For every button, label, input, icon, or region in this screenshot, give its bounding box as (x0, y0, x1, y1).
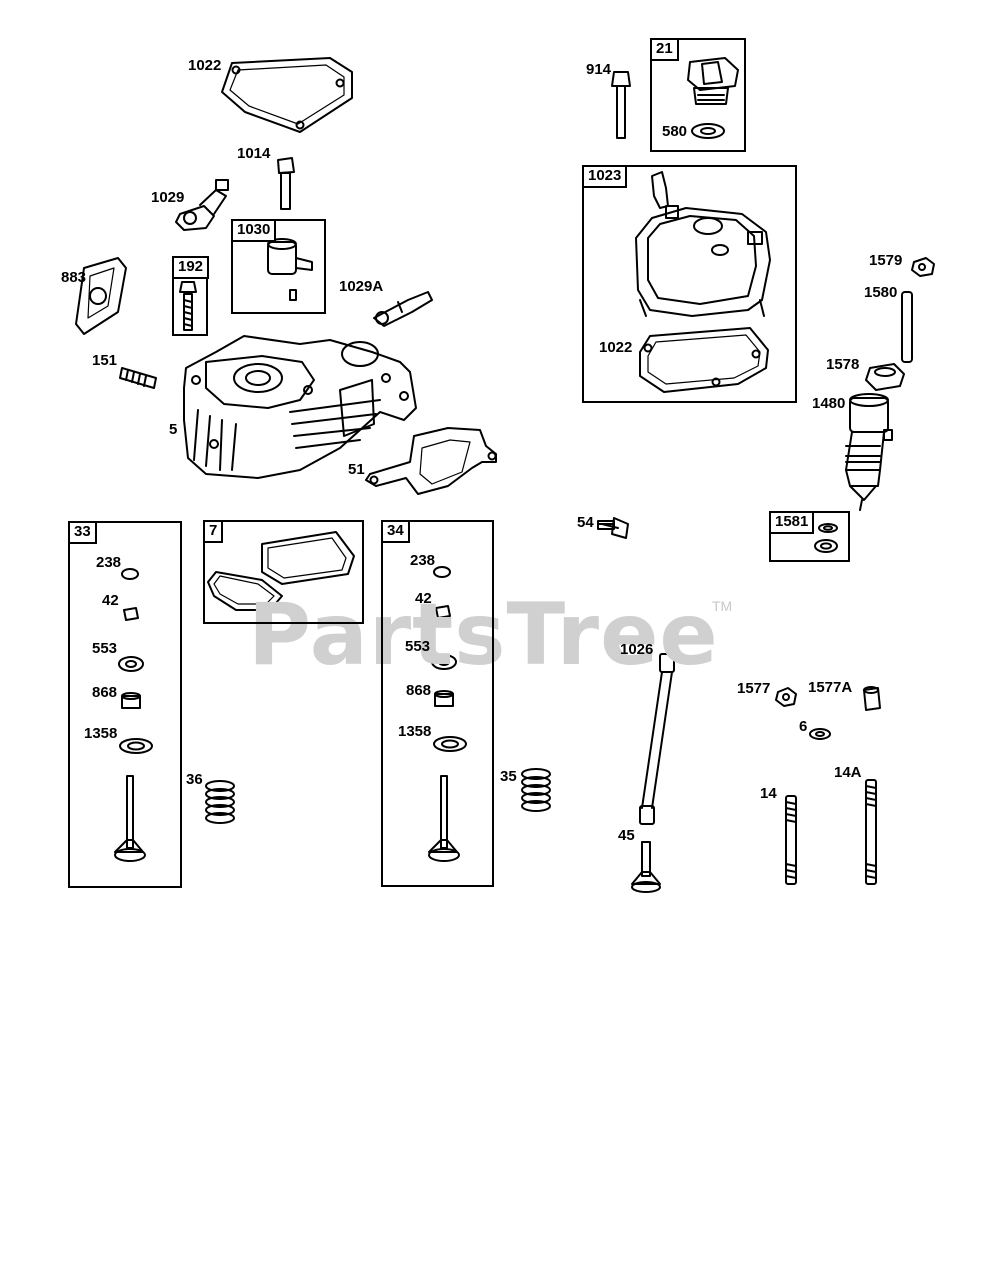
valve-set-33 (114, 568, 153, 862)
callout-1580[interactable]: 1580 (864, 284, 898, 301)
stud-151 (119, 367, 157, 389)
box-34-tag: 34 (381, 520, 410, 543)
callout-914[interactable]: 914 (586, 61, 612, 78)
callout-35[interactable]: 35 (500, 768, 517, 785)
rocker-arm-1029 (175, 179, 229, 231)
callout-553-right[interactable]: 553 (405, 638, 431, 655)
partstree-watermark: PartsTree (248, 585, 719, 685)
injector-1480 (845, 393, 893, 511)
box-33: 33 (68, 521, 182, 888)
box-21: 21 (650, 38, 746, 152)
bolt-914 (611, 71, 631, 139)
stud-192 (179, 281, 197, 331)
cylinder-head-5 (183, 335, 417, 479)
washer-6 (809, 728, 831, 740)
bolt-54 (597, 517, 629, 539)
callout-553-left[interactable]: 553 (92, 640, 118, 657)
callout-238-left[interactable]: 238 (96, 554, 122, 571)
nut-1577A (863, 686, 881, 711)
callout-1358-left[interactable]: 1358 (84, 725, 118, 742)
callout-42-left[interactable]: 42 (102, 592, 119, 609)
callout-42-right[interactable]: 42 (415, 590, 432, 607)
callout-1358-right[interactable]: 1358 (398, 723, 432, 740)
nut-1579 (911, 257, 935, 277)
valve-cover-1023 (635, 171, 771, 317)
nut-1577 (775, 687, 797, 707)
rod-1580 (901, 291, 913, 363)
callout-151[interactable]: 151 (92, 352, 118, 369)
callout-1022-cover[interactable]: 1022 (599, 339, 633, 356)
callout-54[interactable]: 54 (577, 514, 594, 531)
stud-14A (865, 779, 877, 885)
washer-1581 (814, 523, 838, 553)
callout-5[interactable]: 5 (169, 421, 178, 438)
gasket-883 (75, 257, 127, 335)
box-34: 34 (381, 520, 494, 887)
callout-1577[interactable]: 1577 (737, 680, 771, 697)
valve-set-34 (428, 566, 467, 862)
callout-1029A[interactable]: 1029A (339, 278, 384, 295)
nut-1578 (865, 363, 905, 391)
gasket-1022-top (221, 57, 353, 133)
box-7: 7 (203, 520, 364, 624)
box-21-tag: 21 (650, 38, 679, 61)
callout-868-right[interactable]: 868 (406, 682, 432, 699)
callout-1022[interactable]: 1022 (188, 57, 222, 74)
box-1581: 1581 (769, 511, 850, 562)
callout-1480[interactable]: 1480 (812, 395, 846, 412)
oil-cap-21 (687, 57, 739, 139)
callout-868-left[interactable]: 868 (92, 684, 118, 701)
box-33-tag: 33 (68, 521, 97, 544)
callout-1577A[interactable]: 1577A (808, 679, 853, 696)
callout-1579[interactable]: 1579 (869, 252, 903, 269)
callout-238-right[interactable]: 238 (410, 552, 436, 569)
callout-1026[interactable]: 1026 (620, 641, 654, 658)
callout-1029[interactable]: 1029 (151, 189, 185, 206)
trademark-mark: TM (712, 598, 733, 614)
box-1023: 1023 (582, 165, 797, 403)
gasket-51 (365, 427, 497, 495)
callout-36[interactable]: 36 (186, 771, 203, 788)
box-1023-tag: 1023 (582, 165, 628, 188)
push-rod-1026 (639, 653, 675, 825)
callout-1014[interactable]: 1014 (237, 145, 271, 162)
valve-45 (631, 841, 661, 893)
fitting-1030 (267, 238, 313, 301)
box-1030: 1030 (231, 219, 326, 314)
spring-36 (205, 780, 235, 824)
box-1581-tag: 1581 (769, 511, 815, 534)
box-192-tag: 192 (172, 256, 210, 279)
callout-1578[interactable]: 1578 (826, 356, 860, 373)
bolt-1014 (277, 157, 295, 210)
stud-14 (785, 795, 797, 885)
o-ring-set-7 (207, 531, 355, 611)
box-1030-tag: 1030 (231, 219, 277, 242)
callout-45[interactable]: 45 (618, 827, 635, 844)
box-192: 192 (172, 256, 210, 336)
gasket-1022-box (639, 327, 769, 393)
callout-883[interactable]: 883 (61, 269, 87, 286)
callout-6[interactable]: 6 (799, 718, 808, 735)
callout-580[interactable]: 580 (662, 123, 688, 140)
callout-51[interactable]: 51 (348, 461, 365, 478)
rocker-arm-1029A (373, 291, 433, 327)
callout-14[interactable]: 14 (760, 785, 777, 802)
spring-35 (521, 768, 551, 812)
box-7-tag: 7 (203, 520, 224, 543)
callout-14A[interactable]: 14A (834, 764, 862, 781)
